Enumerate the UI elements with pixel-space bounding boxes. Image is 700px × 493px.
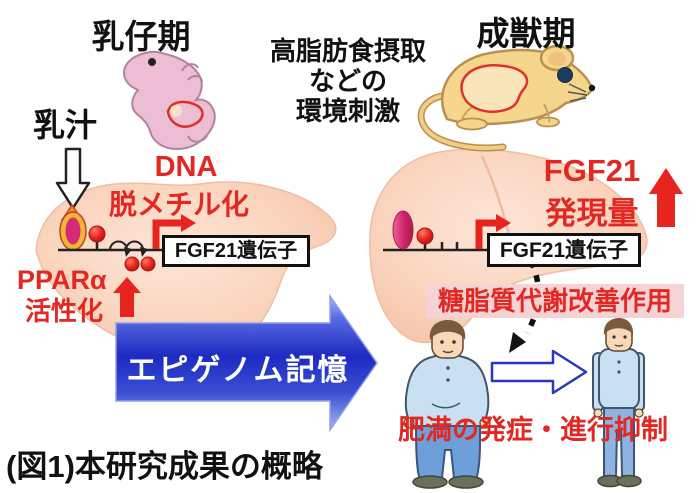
obese-man-shoe (448, 475, 484, 489)
stage-title-infant: 乳仔期 (91, 18, 191, 55)
obesity-suppression-label: 肥満の発症・進行抑制 (398, 415, 668, 445)
fgf21-up-arrow (649, 168, 683, 227)
obese-man-illustration (403, 320, 491, 489)
dna-strand-left (58, 214, 196, 272)
methyl-lollipop-icon (88, 225, 106, 243)
pup-liver-patch (170, 105, 182, 117)
slim-man-eye (612, 335, 616, 339)
slim-man-mouth (614, 344, 624, 347)
slim-man-button (617, 360, 621, 364)
improvement-arrow (490, 349, 588, 395)
ppara-receptor-icon (59, 203, 87, 251)
infant-mouse-illustration (122, 50, 216, 151)
stage-title-adult: 成獣期 (476, 15, 576, 52)
fgf21-expression-label-line1: FGF21 (543, 153, 641, 188)
mouse-inner-ear (548, 52, 566, 66)
obese-man-eye (452, 340, 456, 344)
slim-man-hair (603, 318, 634, 335)
pup-tail-curl (187, 135, 208, 143)
transcription-arrow-left (152, 219, 181, 249)
obese-man-hair (429, 320, 466, 340)
milk-label: 乳汁 (32, 107, 97, 143)
dna-demethylation-label-line1: DNA (154, 151, 218, 183)
obese-man-button (446, 366, 450, 370)
figure-caption: (図1)本研究成果の概略 (6, 449, 323, 484)
mouse-liver-outline (460, 63, 529, 113)
slim-man-shoe (616, 474, 642, 488)
slim-man-button (617, 370, 621, 374)
environment-stimulus-line1: 高脂肪食摂取 (269, 36, 426, 66)
obese-man-hand (479, 417, 491, 429)
mouse-front-foot (536, 116, 560, 128)
dna-strand-right (383, 210, 511, 252)
mouse-whiskers (567, 83, 588, 102)
obese-man-mouth (442, 350, 454, 354)
fgf21-expression-label-line2: 発現量 (545, 196, 639, 231)
removed-methyl-dot (140, 256, 156, 272)
obese-man-jeans (414, 425, 481, 479)
environment-stimulus-label: 高脂肪食摂取 などの 環境刺激 (250, 36, 446, 126)
obese-man-eye (440, 340, 444, 344)
environment-stimulus-line2: などの (308, 66, 387, 96)
obese-man-button (446, 378, 450, 382)
mouse-eye (557, 67, 573, 83)
slim-man-eye (623, 335, 627, 339)
environment-stimulus-line3: 環境刺激 (295, 96, 400, 126)
epigenome-memory-arrow (115, 293, 378, 433)
ppara-factor-icon (392, 210, 414, 250)
fgf21-gene-box-left: FGF21遺伝子 (162, 235, 310, 267)
pup-forepaw (181, 63, 203, 82)
metabolic-improvement-box: 糖脂質代謝改善作用 (426, 284, 684, 318)
removed-methyl-dot (124, 256, 140, 272)
dna-demethylation-label-line2: 脱メチル化 (108, 189, 249, 220)
slim-man-illustration (592, 318, 645, 488)
adult-mouse-illustration (417, 44, 596, 152)
methyl-lollipop-icon (416, 227, 434, 245)
slim-man-shirt (598, 348, 640, 410)
obese-man-shirt (404, 353, 490, 427)
mouse-nose (588, 84, 596, 92)
obese-man-belly-line (431, 402, 461, 409)
fgf21-gene-box-right: FGF21遺伝子 (487, 233, 641, 267)
ppara-up-arrow (113, 277, 141, 317)
obese-man-hand (403, 417, 415, 429)
pup-eye (148, 58, 156, 66)
ppara-activation-label-line2: 活性化 (25, 296, 104, 326)
obese-man-shoe (412, 475, 448, 489)
transcription-arrow-right (475, 219, 496, 249)
milk-down-arrow (55, 147, 91, 210)
mouse-tail-fill (419, 93, 505, 150)
epigenome-memory-label: エピゲノム記憶 (126, 354, 350, 387)
slim-man-hand (593, 408, 603, 418)
demethylation-arcs (109, 240, 148, 257)
mouse-hind-foot (456, 117, 488, 131)
ppara-activation-label-line1: PPARα (17, 265, 107, 295)
empty-cpg-ticks (440, 242, 459, 250)
